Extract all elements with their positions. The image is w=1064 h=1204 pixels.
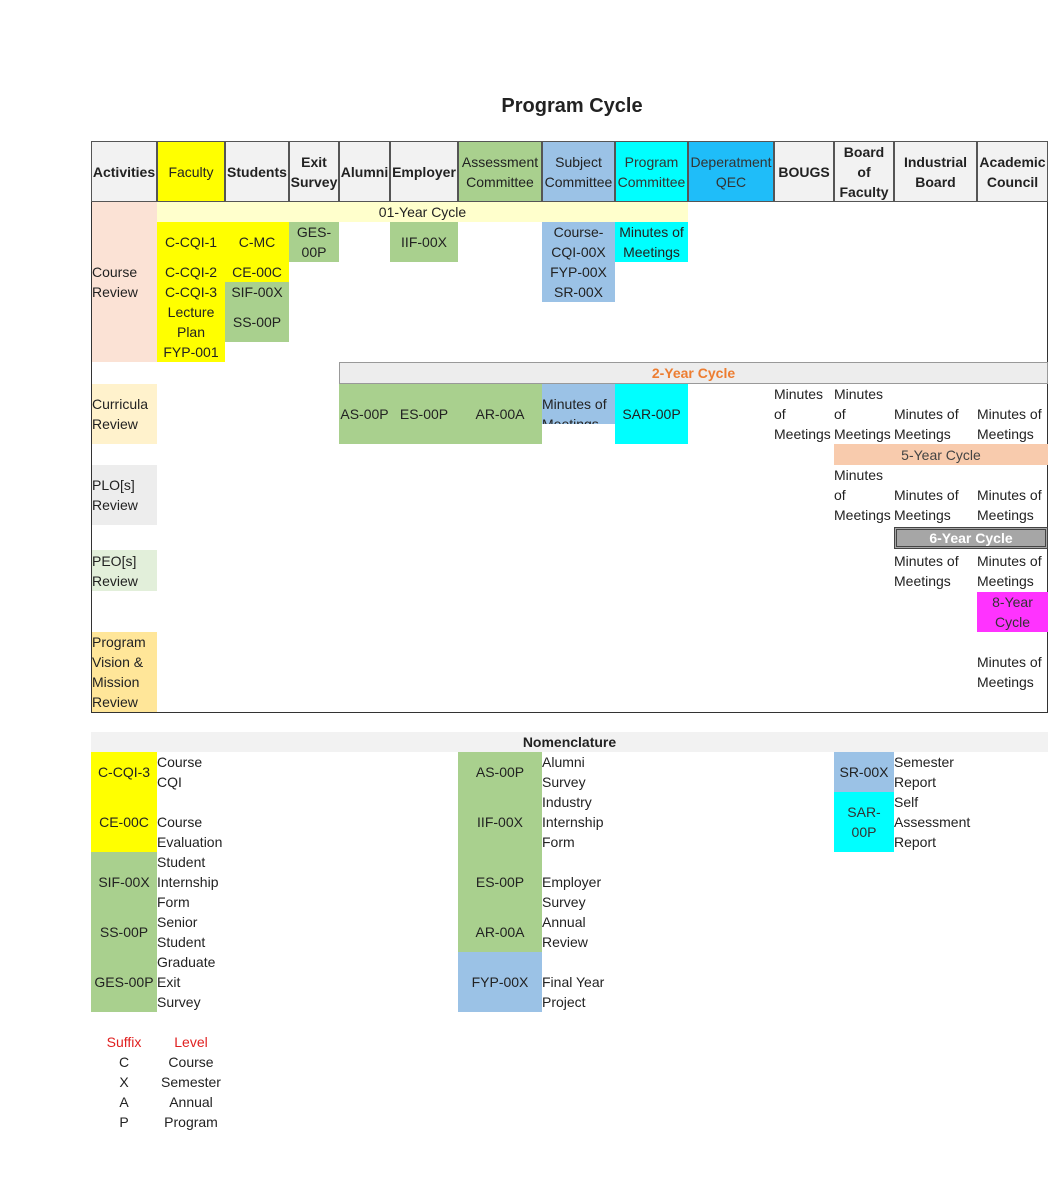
cycle-6-year: 6-Year Cycle [894, 527, 1048, 549]
header-board-of-faculty: Board of Faculty [834, 141, 894, 202]
faculty-c-cqi-2: C-CQI-2 [157, 262, 225, 282]
suffix-p: P [119, 1114, 129, 1130]
nom-code-sr-00x: SR-00X [834, 752, 894, 792]
activity-course-review: Course Review [92, 202, 157, 362]
faculty-lecture-plan: Lecture Plan [157, 302, 225, 342]
nom-desc-course-cqi: Course CQI [157, 754, 203, 790]
header-alumni: Alumni [339, 141, 390, 202]
activity-curricula-review: Curricula Review [92, 384, 157, 444]
cycle-8-year: 8-Year Cycle [977, 592, 1048, 632]
header-subject-committee: Subject Committee [542, 141, 615, 202]
nom-code-ss-00p: SS-00P [91, 912, 157, 952]
nom-desc-student-internship-form: Student Internship Form [157, 854, 219, 910]
faculty-c-cqi-1: C-CQI-1 [157, 222, 225, 262]
nom-code-sif-00x: SIF-00X [91, 852, 157, 912]
suffix-x: X [119, 1074, 129, 1090]
nom-desc-alumni-survey: Alumni Survey [542, 754, 586, 790]
program-committee-minutes: Minutes of Meetings [615, 222, 688, 262]
academic-council-minutes-peo: Minutes of Meetings [977, 553, 1042, 589]
faculty-fyp-001: FYP-001 [157, 342, 225, 362]
nom-desc-graduate-exit-survey: Graduate Exit Survey [157, 954, 216, 1010]
level-course: Course [168, 1054, 214, 1070]
header-faculty: Faculty [157, 141, 225, 202]
students-ss-00p: SS-00P [225, 302, 289, 342]
level-annual: Annual [169, 1094, 213, 1110]
activity-peo-review: PEO[s] Review [92, 550, 157, 591]
nom-code-sar-00p: SAR-00P [834, 792, 894, 852]
header-program-committee: Program Committee [615, 141, 688, 202]
header-bougs: BOUGS [774, 141, 834, 202]
level-header: Level [174, 1034, 208, 1050]
exit-survey-ges-00p: GES-00P [289, 222, 339, 262]
header-academic-council: Academic Council [977, 141, 1048, 202]
nom-code-ce-00c: CE-00C [91, 792, 157, 852]
nom-code-es-00p: ES-00P [458, 852, 542, 912]
academic-council-minutes-plo: Minutes of Meetings [977, 487, 1042, 523]
cycle-5-year: 5-Year Cycle [834, 444, 1048, 465]
header-students: Students [225, 141, 289, 202]
level-semester: Semester [161, 1074, 221, 1090]
header-exit-survey: Exit Survey [289, 141, 339, 202]
nom-code-ar-00a: AR-00A [458, 912, 542, 952]
alumni-as-00p: AS-00P [339, 384, 390, 444]
bougs-minutes: Minutes of Meetings [774, 386, 831, 442]
board-of-faculty-minutes-curricula: Minutes of Meetings [834, 386, 891, 442]
nom-desc-senior-student: Senior Student [157, 914, 206, 950]
nom-code-iif-00x: IIF-00X [458, 792, 542, 852]
subject-course-cqi-00x: Course-CQI-00X [542, 222, 615, 262]
students-c-mc: C-MC [225, 222, 289, 262]
students-sif-00x: SIF-00X [225, 282, 289, 302]
nom-code-fyp-00x: FYP-00X [458, 952, 542, 1012]
nom-desc-semester-report: Semester Report [894, 754, 954, 790]
activity-plo-review: PLO[s] Review [92, 465, 157, 525]
faculty-c-cqi-3: C-CQI-3 [157, 282, 225, 302]
nom-code-as-00p: AS-00P [458, 752, 542, 792]
cycle-01-year: 01-Year Cycle [157, 202, 688, 222]
cycle-2-year: 2-Year Cycle [339, 362, 1048, 384]
nom-desc-annual-review: Annual Review [542, 914, 588, 950]
nom-desc-self-assessment-report: Self Assessment Report [894, 794, 971, 850]
academic-council-minutes-curricula: Minutes of Meetings [977, 406, 1042, 442]
header-employer: Employer [390, 141, 458, 202]
header-department-qec: Deperatment QEC [688, 141, 774, 202]
suffix-a: A [119, 1094, 129, 1110]
subject-sr-00x: SR-00X [542, 282, 615, 302]
subject-minutes: Minutes of Meetings [542, 384, 615, 424]
industrial-board-minutes-peo: Minutes of Meetings [894, 553, 959, 589]
suffix-c: C [118, 1054, 130, 1070]
page-title: Program Cycle [501, 95, 643, 117]
nom-desc-employer-survey: Employer Survey [542, 874, 602, 910]
header-industrial-board: Industrial Board [894, 141, 977, 202]
nom-desc-industry-internship-form: Industry Internship Form [542, 794, 604, 850]
nomenclature-title: Nomenclature [91, 732, 1048, 752]
industrial-board-minutes-curricula: Minutes of Meetings [894, 406, 959, 442]
subject-fyp-00x: FYP-00X [542, 262, 615, 282]
header-assessment-committee: Assessment Committee [458, 141, 542, 202]
suffix-header: Suffix [106, 1034, 142, 1050]
academic-council-minutes-vision: Minutes of Meetings [977, 654, 1042, 690]
assessment-ar-00a: AR-00A [458, 384, 542, 444]
board-of-faculty-minutes-plo: Minutes of Meetings [834, 467, 891, 523]
students-ce-00c: CE-00C [225, 262, 289, 282]
activity-vision-mission-review: Program Vision & Mission Review [92, 632, 157, 712]
nom-desc-final-year-project: Final Year Project [542, 974, 605, 1010]
employer-iif-00x: IIF-00X [390, 222, 458, 262]
program-committee-sar-00p: SAR-00P [615, 384, 688, 444]
header-activities: Activities [91, 141, 157, 202]
nom-code-ges-00p: GES-00P [91, 952, 157, 1012]
nom-code-c-cqi-3: C-CQI-3 [91, 752, 157, 792]
level-program: Program [164, 1114, 218, 1130]
employer-es-00p: ES-00P [390, 384, 458, 444]
industrial-board-minutes-plo: Minutes of Meetings [894, 487, 959, 523]
nom-desc-course-evaluation: Course Evaluation [157, 814, 223, 850]
